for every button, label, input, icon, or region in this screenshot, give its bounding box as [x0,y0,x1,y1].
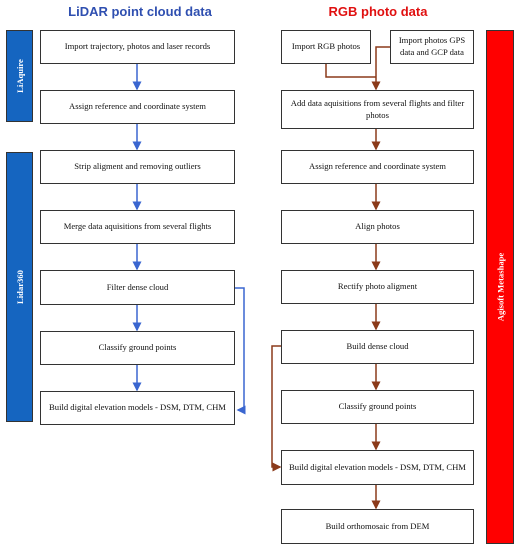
lidar-step-merge: Merge data aquisitions from several flig… [40,210,235,244]
lidar-step-strip-alignment: Strip aligment and removing outliers [40,150,235,184]
lidar-step-classify: Classify ground points [40,331,235,365]
rgb-step-classify: Classify ground points [281,390,474,424]
rgb-step-align: Align photos [281,210,474,244]
lidar-step-build-dem: Build digital elevation models - DSM, DT… [40,391,235,425]
rgb-step-build-dem: Build digital elevation models - DSM, DT… [281,450,474,485]
rgb-gps-connector [371,46,390,91]
rgb-step-orthomosaic: Build orthomosaic from DEM [281,509,474,544]
liaquire-bar: LiAquire [6,30,33,122]
lidar360-bar: Lidar360 [6,152,33,422]
rgb-step-dense-cloud: Build dense cloud [281,330,474,364]
lidar-bypass-arrow [234,287,246,415]
rgb-step-assign-reference: Assign reference and coordinate system [281,150,474,184]
rgb-step-rectify: Rectify photo aligment [281,270,474,304]
lidar-step-assign-reference: Assign reference and coordinate system [40,90,235,124]
rgb-import-connector [325,64,376,78]
lidar-step-import: Import trajectory, photos and laser reco… [40,30,235,64]
metashape-bar: Agisoft Metashape [486,30,514,544]
rgb-step-add-data: Add data aquisitions from several flight… [281,90,474,129]
rgb-heading: RGB photo data [328,4,428,19]
lidar-heading: LiDAR point cloud data [68,4,212,19]
rgb-step-import-gps: Import photos GPS data and GCP data [390,30,474,64]
lidar-step-filter: Filter dense cloud [40,270,235,305]
rgb-step-import-photos: Import RGB photos [281,30,371,64]
rgb-bypass-arrow [271,345,282,472]
